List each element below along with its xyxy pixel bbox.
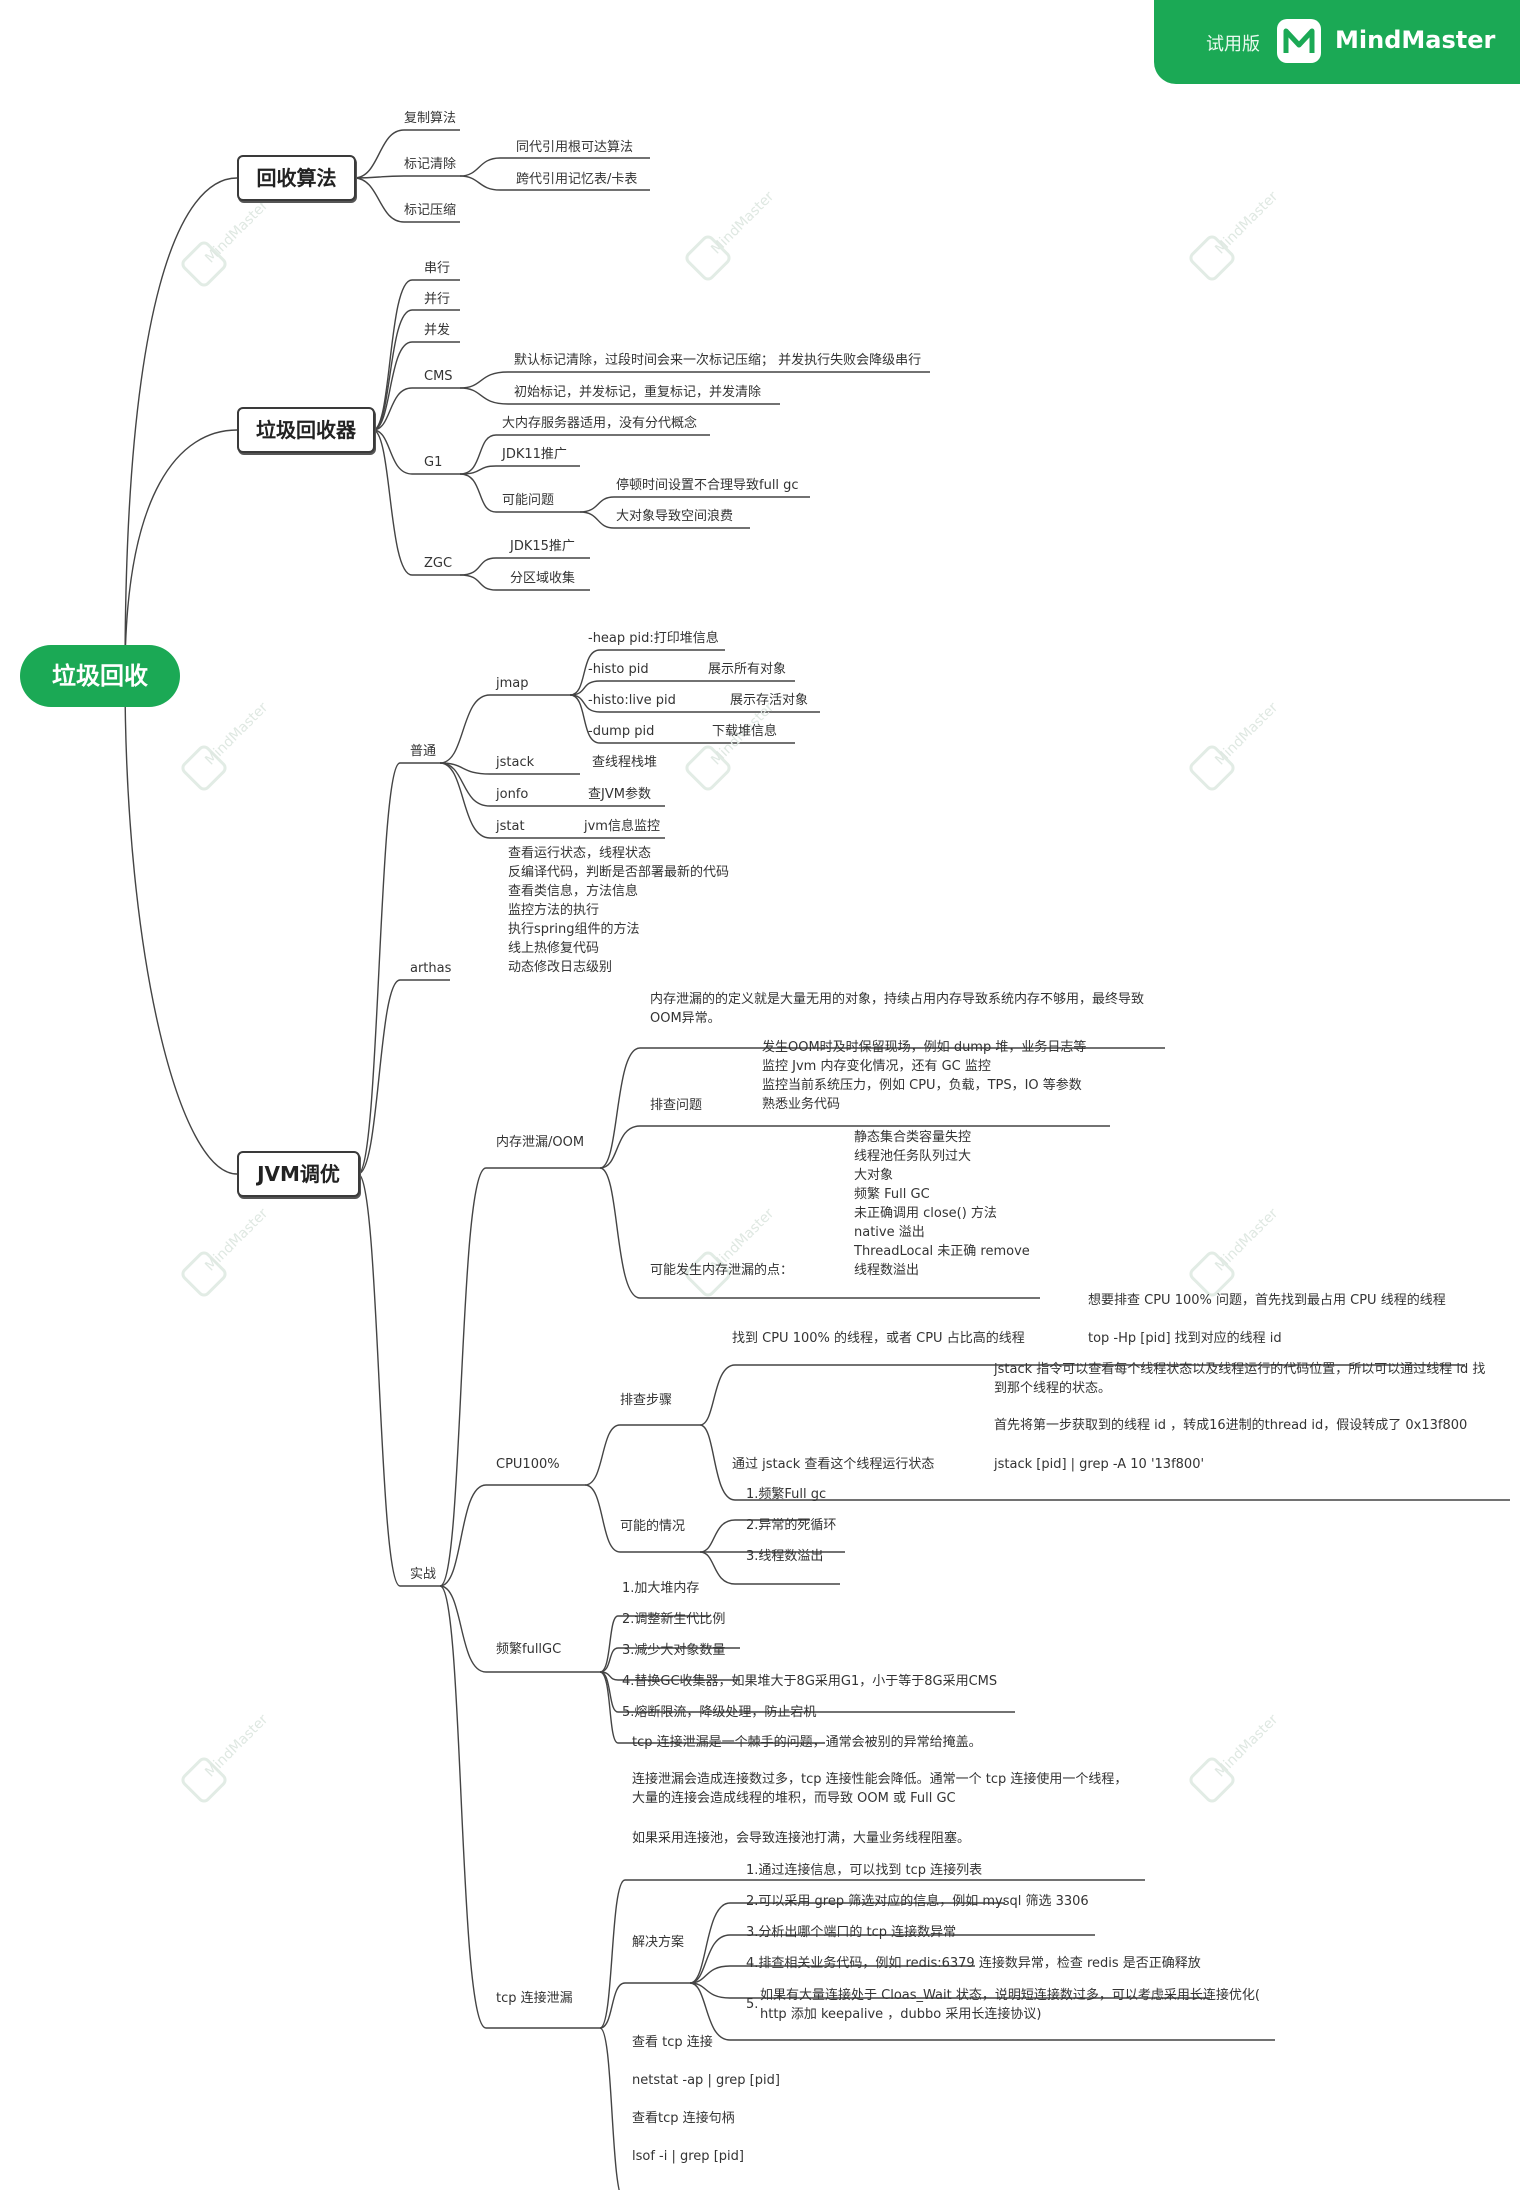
- node-oom-definition[interactable]: 内存泄漏的的定义就是大量无用的对象，持续占用内存导致系统内存不够用，最终导致 O…: [650, 992, 1145, 1026]
- node-oom-troubleshoot[interactable]: 排查问题: [650, 1098, 703, 1113]
- trial-label: 试用版: [1206, 34, 1260, 55]
- node-cpu-case-3[interactable]: 3.线程数溢出: [746, 1549, 824, 1564]
- node-tcp-pool[interactable]: 如果采用连接池，会导致连接池打满，大量业务线程阻塞。: [632, 1831, 971, 1846]
- topic-jvm-tuning[interactable]: JVM调优: [237, 1151, 360, 1197]
- watermark-text: MindMaster: [1212, 188, 1282, 258]
- watermark-text: MindMaster: [202, 1711, 272, 1781]
- node-jmap-heap[interactable]: -heap pid:打印堆信息: [588, 631, 719, 646]
- node-tcp-solution-2[interactable]: 2.可以采用 grep 筛选对应的信息，例如 mysql 筛选 3306: [746, 1894, 1089, 1909]
- node-tcp-solution-1[interactable]: 1.通过连接信息，可以找到 tcp 连接列表: [746, 1863, 983, 1878]
- node-fullgc-2[interactable]: 2.调整新生代比例: [622, 1612, 726, 1627]
- node-tcp-solution[interactable]: 解决方案: [632, 1935, 685, 1950]
- node-arthas-features[interactable]: 查看运行状态，线程状态 反编译代码，判断是否部署最新的代码 查看类信息，方法信息…: [508, 846, 730, 975]
- node-mark-sweep[interactable]: 标记清除: [404, 157, 457, 172]
- node-cpu-hex-note[interactable]: 首先将第一步获取到的线程 id ，转成16进制的thread id，假设转成了 …: [994, 1418, 1468, 1433]
- node-tcp-solution-3[interactable]: 3.分析出哪个端口的 tcp 连接数异常: [746, 1925, 957, 1940]
- node-common[interactable]: 普通: [410, 744, 437, 759]
- node-memory-leak-oom[interactable]: 内存泄漏/OOM: [496, 1135, 585, 1150]
- node-oom-troubleshoot-steps[interactable]: 发生OOM时及时保留现场，例如 dump 堆，业务日志等 监控 Jvm 内存变化…: [762, 1040, 1087, 1112]
- node-jmap-dump[interactable]: -dump pid: [588, 724, 655, 739]
- brand-name: MindMaster: [1335, 26, 1496, 54]
- node-tcp-solution-5-num: 5.: [746, 1997, 759, 2012]
- node-fullgc-3[interactable]: 3.减少大对象数量: [622, 1643, 726, 1658]
- topic-gc-algorithms[interactable]: 回收算法: [237, 155, 356, 201]
- node-oom-leak-points[interactable]: 可能发生内存泄漏的点：: [650, 1263, 794, 1278]
- node-same-gen-reachability[interactable]: 同代引用根可达算法: [516, 140, 634, 155]
- node-cross-gen-card-table[interactable]: 跨代引用记忆表/卡表: [516, 172, 638, 187]
- node-serial[interactable]: 串行: [424, 261, 451, 276]
- node-fullgc-1[interactable]: 1.加大堆内存: [622, 1581, 700, 1596]
- node-mark-compact[interactable]: 标记压缩: [404, 203, 457, 218]
- node-jmap-histo[interactable]: -histo pid: [588, 662, 649, 677]
- node-tcp-solution-5[interactable]: 如果有大量连接处于 Cloas_Wait 状态，说明短连接数过多，可以考虑采用长…: [760, 1988, 1260, 2022]
- node-cpu-steps[interactable]: 排查步骤: [620, 1393, 673, 1408]
- node-cms-detail-2[interactable]: 初始标记，并发标记，重复标记，并发清除: [514, 385, 762, 400]
- node-g1[interactable]: G1: [424, 455, 443, 470]
- node-jmap-dump-desc[interactable]: 下载堆信息: [712, 724, 778, 739]
- node-arthas[interactable]: arthas: [410, 961, 452, 976]
- node-cpu-intro[interactable]: 想要排查 CPU 100% 问题，首先找到最占用 CPU 线程的线程: [1088, 1293, 1446, 1308]
- node-g1-issue-1[interactable]: 停顿时间设置不合理导致full gc: [616, 478, 799, 493]
- node-frequent-fullgc[interactable]: 频繁fullGC: [496, 1642, 562, 1657]
- node-parallel[interactable]: 并行: [424, 292, 451, 307]
- node-cpu-step-2-cmd[interactable]: jstack [pid] | grep -A 10 '13f800': [994, 1457, 1205, 1472]
- node-g1-issue-2[interactable]: 大对象导致空间浪费: [616, 509, 734, 524]
- watermark-text: MindMaster: [1212, 1711, 1282, 1781]
- node-tcp-leak[interactable]: tcp 连接泄漏: [496, 1991, 573, 2006]
- node-jstat-desc[interactable]: jvm信息监控: [584, 819, 660, 834]
- node-cpu-case-2[interactable]: 2.异常的死循环: [746, 1518, 837, 1533]
- node-jmap[interactable]: jmap: [496, 676, 529, 691]
- node-jstack-desc[interactable]: 查线程栈堆: [592, 755, 658, 770]
- node-practice[interactable]: 实战: [410, 1567, 437, 1582]
- watermark-text: MindMaster: [202, 197, 272, 267]
- node-tcp-solution-4[interactable]: 4.排查相关业务代码，例如 redis:6379 连接数异常，检查 redis …: [746, 1956, 1201, 1971]
- node-tcp-handle-cmd[interactable]: lsof -i | grep [pid]: [632, 2149, 744, 2164]
- root-topic[interactable]: 垃圾回收: [20, 645, 180, 707]
- node-fullgc-5[interactable]: 5.熔断限流，降级处理，防止宕机: [622, 1705, 817, 1720]
- watermark-text: MindMaster: [202, 699, 272, 769]
- mindmaster-logo-icon: [1277, 19, 1321, 63]
- node-cms[interactable]: CMS: [424, 369, 453, 384]
- watermark-text: MindMaster: [202, 1205, 272, 1275]
- node-cpu-case-1[interactable]: 1.频繁Full gc: [746, 1487, 827, 1502]
- node-cpu-jstack-note[interactable]: jstack 指令可以查看每个线程状态以及线程运行的代码位置，所以可以通过线程 …: [994, 1362, 1486, 1396]
- node-tcp-view-cmd[interactable]: netstat -ap | grep [pid]: [632, 2073, 780, 2088]
- watermark-text: MindMaster: [1212, 699, 1282, 769]
- node-jmap-live[interactable]: -histo:live pid: [588, 693, 676, 708]
- node-cpu-step-1-cmd[interactable]: top -Hp [pid] 找到对应的线程 id: [1088, 1331, 1282, 1346]
- node-tcp-intro[interactable]: tcp 连接泄漏是一个棘手的问题，通常会被别的异常给掩盖。: [632, 1735, 982, 1750]
- node-zgc[interactable]: ZGC: [424, 556, 453, 571]
- watermark-text: MindMaster: [1212, 1205, 1282, 1275]
- node-tcp-description[interactable]: 连接泄漏会造成连接数过多，tcp 连接性能会降低。通常一个 tcp 连接使用一个…: [632, 1772, 1128, 1806]
- topic-garbage-collectors[interactable]: 垃圾回收器: [237, 407, 375, 453]
- node-jmap-live-desc[interactable]: 展示存活对象: [730, 693, 809, 708]
- node-cpu-step-1[interactable]: 找到 CPU 100% 的线程，或者 CPU 占比高的线程: [732, 1331, 1025, 1346]
- node-jstat[interactable]: jstat: [496, 819, 525, 834]
- node-cpu-100[interactable]: CPU100%: [496, 1457, 560, 1472]
- node-jmap-histo-desc[interactable]: 展示所有对象: [708, 662, 787, 677]
- node-zgc-detail-1[interactable]: JDK15推广: [510, 539, 575, 554]
- node-g1-possible-issues[interactable]: 可能问题: [502, 493, 555, 508]
- node-tcp-view[interactable]: 查看 tcp 连接: [632, 2035, 713, 2050]
- node-jinfo-desc[interactable]: 查JVM参数: [588, 787, 651, 802]
- node-zgc-detail-2[interactable]: 分区域收集: [510, 571, 576, 586]
- node-g1-detail-1[interactable]: 大内存服务器适用，没有分代概念: [502, 416, 698, 431]
- watermark-text: MindMaster: [708, 188, 778, 258]
- node-jstack[interactable]: jstack: [496, 755, 535, 770]
- node-fullgc-4[interactable]: 4.替换GC收集器，如果堆大于8G采用G1，小于等于8G采用CMS: [622, 1674, 998, 1689]
- node-oom-leak-points-list[interactable]: 静态集合类容量失控 线程池任务队列过大 大对象 频繁 Full GC 未正确调用…: [854, 1130, 1030, 1278]
- node-tcp-handle[interactable]: 查看tcp 连接句柄: [632, 2111, 735, 2126]
- node-cpu-cases[interactable]: 可能的情况: [620, 1519, 686, 1534]
- node-copy-algorithm[interactable]: 复制算法: [404, 111, 457, 126]
- node-concurrent[interactable]: 并发: [424, 323, 451, 338]
- node-cpu-step-2[interactable]: 通过 jstack 查看这个线程运行状态: [732, 1457, 935, 1472]
- node-cms-detail-1[interactable]: 默认标记清除，过段时间会来一次标记压缩； 并发执行失败会降级串行: [514, 353, 922, 368]
- node-g1-detail-2[interactable]: JDK11推广: [502, 447, 567, 462]
- node-jinfo[interactable]: jonfo: [496, 787, 529, 802]
- trial-banner[interactable]: [1154, 0, 1520, 84]
